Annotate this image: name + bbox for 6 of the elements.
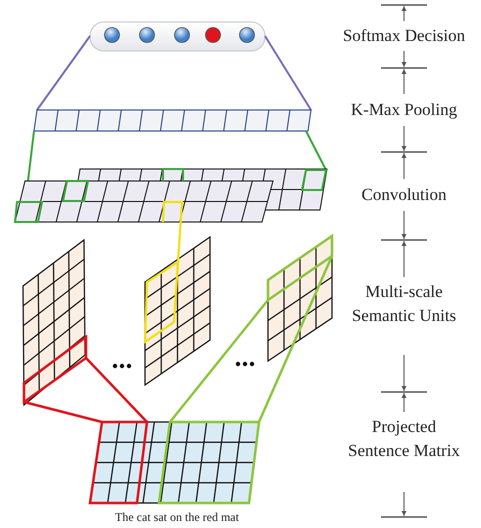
layer-label: K-Max Pooling [350,99,458,121]
layer-label: Softmax Decision [342,25,466,47]
layer-label: Multi-scale Semantic Units [350,281,458,327]
layer-label: Convolution [360,184,448,206]
layer-label: Projected Sentence Matrix [347,416,461,462]
sentence-caption: The cat sat on the red mat [114,509,240,525]
